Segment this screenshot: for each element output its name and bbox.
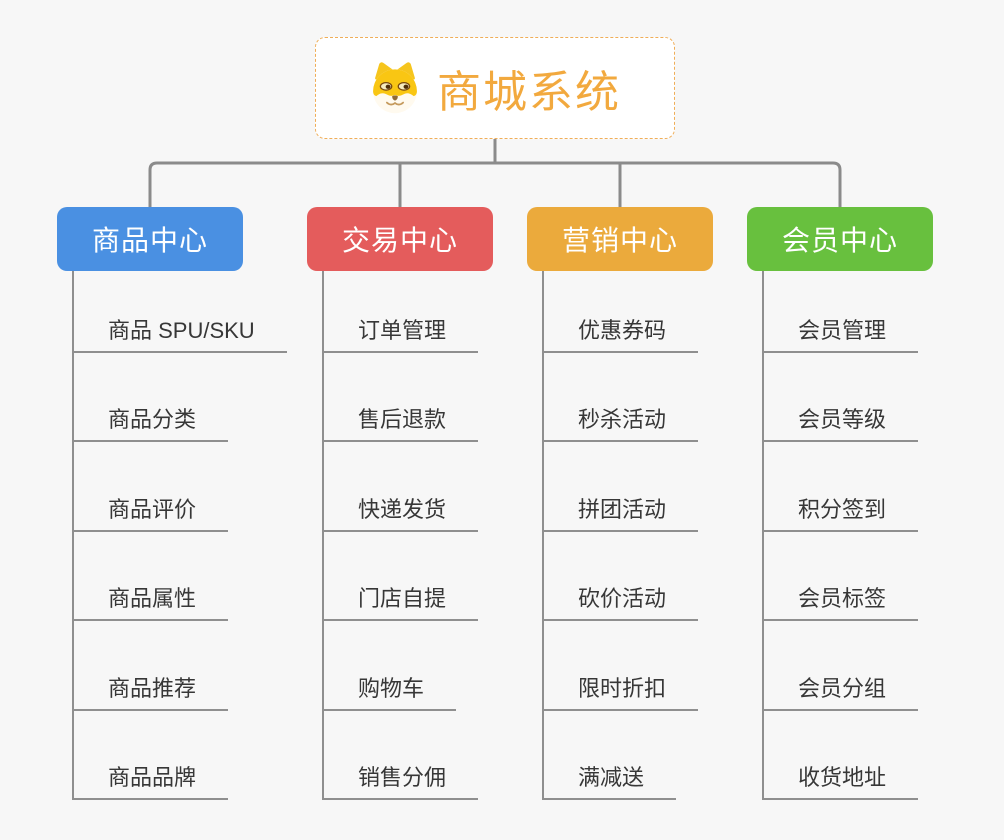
leaf-label: 商品属性 (74, 581, 229, 622)
leaf-label: 会员分组 (764, 671, 919, 711)
branch-node-member-center[interactable]: 会员中心 (747, 207, 933, 271)
leaf-label: 限时折扣 (544, 671, 699, 711)
leaf-node[interactable]: 销售分佣 (324, 711, 479, 800)
branch-leaves: 商品 SPU/SKU 商品分类 商品评价 商品属性 商品推荐 商品品牌 (72, 271, 287, 800)
leaf-node[interactable]: 会员等级 (764, 353, 919, 443)
leaf-node[interactable]: 会员标签 (764, 532, 919, 622)
leaf-node[interactable]: 满减送 (544, 711, 698, 800)
leaf-node[interactable]: 商品评价 (74, 442, 287, 532)
branch-node-marketing-center[interactable]: 营销中心 (527, 207, 713, 271)
leaf-label: 销售分佣 (324, 760, 479, 800)
leaf-node[interactable]: 购物车 (324, 621, 478, 711)
branch-leaves: 优惠券码 秒杀活动 拼团活动 砍价活动 限时折扣 满减送 (542, 271, 699, 800)
leaf-label: 商品分类 (74, 402, 229, 443)
branch-leaves: 会员管理 会员等级 积分签到 会员标签 会员分组 收货地址 (762, 271, 919, 800)
leaf-label: 收货地址 (764, 760, 919, 800)
leaf-label: 拼团活动 (544, 492, 699, 532)
leaf-node[interactable]: 商品品牌 (74, 711, 287, 800)
leaf-label: 砍价活动 (544, 581, 699, 622)
leaf-label: 满减送 (544, 760, 677, 800)
dog-face-icon (373, 62, 417, 114)
branch-node-trade-center[interactable]: 交易中心 (307, 207, 493, 271)
leaf-label: 秒杀活动 (544, 402, 699, 443)
leaf-label: 快递发货 (324, 492, 479, 532)
leaf-label: 门店自提 (324, 581, 479, 622)
leaf-label: 会员管理 (764, 313, 919, 353)
leaf-node[interactable]: 售后退款 (324, 353, 479, 443)
leaf-node[interactable]: 会员管理 (764, 271, 919, 353)
leaf-node[interactable]: 砍价活动 (544, 532, 699, 622)
root-title: 商城系统 (437, 68, 621, 117)
branch-member-center: 会员中心 会员管理 会员等级 积分签到 会员标签 会员分组 收货地址 (747, 207, 933, 800)
leaf-node[interactable]: 收货地址 (764, 711, 919, 800)
root-node[interactable]: 商城系统 (315, 37, 675, 139)
leaf-label: 购物车 (324, 671, 457, 711)
branch-product-center: 商品中心 商品 SPU/SKU 商品分类 商品评价 商品属性 商品推荐 商品品牌 (57, 207, 287, 800)
branch-marketing-center: 营销中心 优惠券码 秒杀活动 拼团活动 砍价活动 限时折扣 满减送 (527, 207, 713, 800)
leaf-label: 会员等级 (764, 402, 919, 443)
branch-node-product-center[interactable]: 商品中心 (57, 207, 243, 271)
leaf-node[interactable]: 限时折扣 (544, 621, 699, 711)
leaf-node[interactable]: 会员分组 (764, 621, 919, 711)
leaf-node[interactable]: 商品推荐 (74, 621, 287, 711)
leaf-label: 商品推荐 (74, 671, 229, 711)
leaf-node[interactable]: 快递发货 (324, 442, 479, 532)
leaf-label: 会员标签 (764, 581, 919, 622)
leaf-label: 售后退款 (324, 402, 479, 443)
leaf-node[interactable]: 门店自提 (324, 532, 479, 622)
leaf-node[interactable]: 秒杀活动 (544, 353, 699, 443)
leaf-label: 优惠券码 (544, 313, 699, 353)
leaf-node[interactable]: 商品分类 (74, 353, 287, 443)
leaf-label: 商品品牌 (74, 760, 229, 800)
branch-trade-center: 交易中心 订单管理 售后退款 快递发货 门店自提 购物车 销售分佣 (307, 207, 493, 800)
leaf-node[interactable]: 积分签到 (764, 442, 919, 532)
leaf-node[interactable]: 优惠券码 (544, 271, 699, 353)
leaf-node[interactable]: 商品 SPU/SKU (74, 271, 287, 353)
leaf-node[interactable]: 商品属性 (74, 532, 287, 622)
branch-bus-line (148, 161, 842, 207)
leaf-node[interactable]: 拼团活动 (544, 442, 699, 532)
leaf-label: 订单管理 (324, 313, 479, 353)
leaf-label: 商品评价 (74, 492, 229, 532)
branch-leaves: 订单管理 售后退款 快递发货 门店自提 购物车 销售分佣 (322, 271, 479, 800)
leaf-node[interactable]: 订单管理 (324, 271, 479, 353)
leaf-label: 商品 SPU/SKU (74, 313, 287, 353)
leaf-label: 积分签到 (764, 492, 919, 532)
